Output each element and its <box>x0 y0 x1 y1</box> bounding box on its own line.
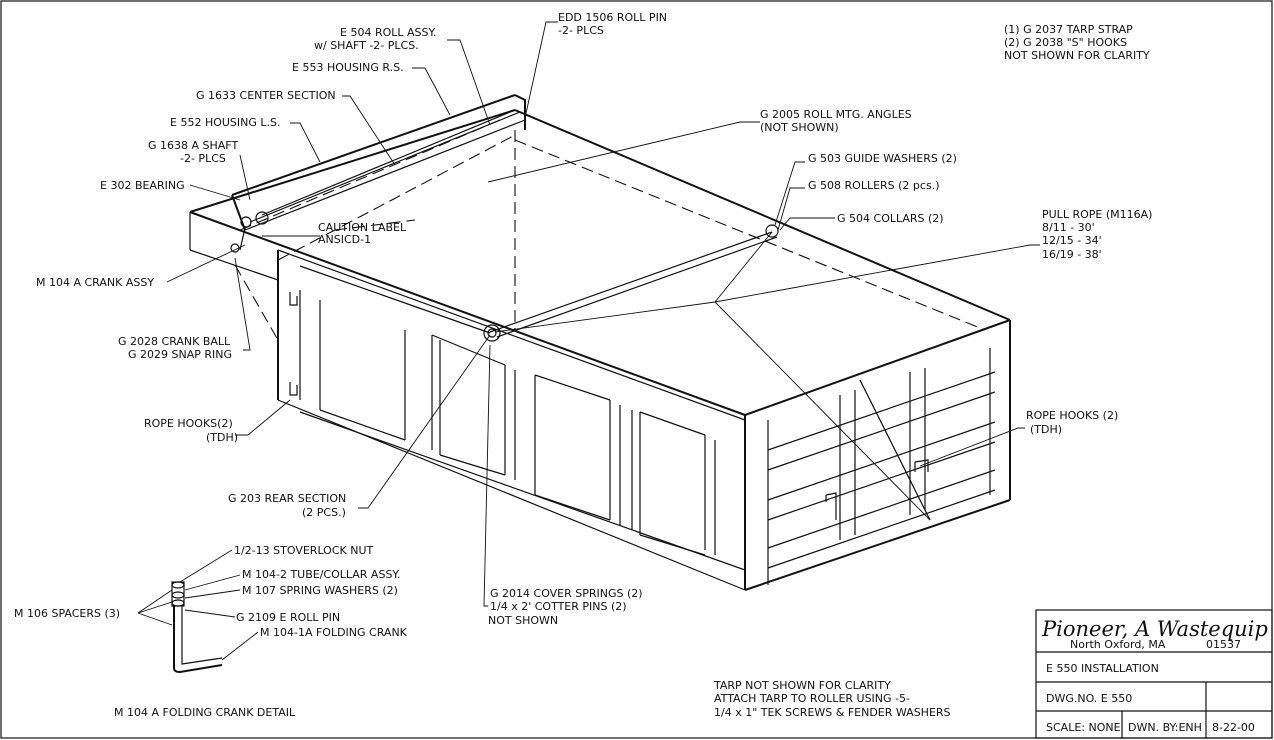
collars-label: G 504 COLLARS (2) <box>837 212 944 225</box>
tarp-note-3: 1/4 x 1" TEK SCREWS & FENDER WASHERS <box>714 706 951 719</box>
spacers-label: M 106 SPACERS (3) <box>14 607 120 620</box>
roll-assembly <box>230 94 526 253</box>
company-city: North Oxford, MA <box>1070 638 1166 651</box>
pull-rope-size-1: 8/11 - 30' <box>1042 221 1095 234</box>
rope-hooks-left-label-2: (TDH) <box>206 431 238 444</box>
crank-assy-label: M 104 A CRANK ASSY <box>36 276 154 289</box>
callouts: E 504 ROLL ASSY. w/ SHAFT -2- PLCS. E 55… <box>14 11 1152 719</box>
stoverlock-nut-label: 1/2-13 STOVERLOCK NUT <box>234 544 374 557</box>
tarp-note-2: ATTACH TARP TO ROLLER USING -5- <box>714 692 910 705</box>
caution-label-2: ANSICD-1 <box>318 233 371 246</box>
cover-springs-label-3: NOT SHOWN <box>488 614 558 627</box>
guide-washers-label: G 503 GUIDE WASHERS (2) <box>808 152 957 165</box>
roll-mtg-angles-label-1: G 2005 ROLL MTG. ANGLES <box>760 108 912 121</box>
shaft-label-1: G 1638 A SHAFT <box>148 139 238 152</box>
drawing-date: 8-22-00 <box>1212 721 1255 734</box>
housing-ls-label: E 552 HOUSING L.S. <box>170 116 281 129</box>
tube-collar-label: M 104-2 TUBE/COLLAR ASSY. <box>242 568 400 581</box>
shaft-label-2: -2- PLCS <box>180 152 226 165</box>
folding-crank-detail <box>137 549 259 674</box>
rope-hooks-right-label-1: ROPE HOOKS (2) <box>1026 409 1118 422</box>
e-roll-pin-label: G 2109 E ROLL PIN <box>236 611 340 624</box>
rollers-label: G 508 ROLLERS (2 pcs.) <box>808 179 939 192</box>
rear-section-label-1: G 203 REAR SECTION <box>228 492 346 505</box>
drawing-number: DWG.NO. E 550 <box>1046 692 1132 705</box>
note-top-3: NOT SHOWN FOR CLARITY <box>1004 49 1150 62</box>
detail-caption: M 104 A FOLDING CRANK DETAIL <box>114 706 296 719</box>
crank-ball-label: G 2028 CRANK BALL <box>118 335 231 348</box>
leader-lines <box>166 21 1040 607</box>
roll-assy-label-2: w/ SHAFT -2- PLCS. <box>314 39 419 52</box>
drawn-by: DWN. BY:ENH <box>1128 721 1202 734</box>
roll-pin-label-1: EDD 1506 ROLL PIN <box>558 11 667 24</box>
center-section-label: G 1633 CENTER SECTION <box>196 89 336 102</box>
company-zip: 01537 <box>1206 638 1241 651</box>
note-top-2: (2) G 2038 "S" HOOKS <box>1004 36 1127 49</box>
pull-rope-size-2: 12/15 - 34' <box>1042 234 1102 247</box>
roll-mtg-angles-label-2: (NOT SHOWN) <box>760 121 839 134</box>
tarp-note-1: TARP NOT SHOWN FOR CLARITY <box>713 679 891 692</box>
container-body <box>189 109 1011 591</box>
folding-crank-label: M 104-1A FOLDING CRANK <box>260 626 408 639</box>
roll-pin-label-2: -2- PLCS <box>558 24 604 37</box>
housing-rs-label: E 553 HOUSING R.S. <box>292 61 404 74</box>
note-top-1: (1) G 2037 TARP STRAP <box>1004 23 1133 36</box>
bearing-label: E 302 BEARING <box>100 179 185 192</box>
roll-assy-label-1: E 504 ROLL ASSY. <box>340 26 436 39</box>
rope-hooks-left-label-1: ROPE HOOKS(2) <box>144 417 233 430</box>
cover-springs-label-1: G 2014 COVER SPRINGS (2) <box>490 587 643 600</box>
pull-rope-size-3: 16/19 - 38' <box>1042 248 1102 261</box>
title-block: Pioneer, A Wastequip Co. North Oxford, M… <box>1035 609 1274 739</box>
rope-hooks-right-label-2: (TDH) <box>1030 423 1062 436</box>
drawing-title: E 550 INSTALLATION <box>1046 662 1159 675</box>
company-name: Pioneer, A Wastequip Co. <box>1041 617 1274 641</box>
pull-rope-label: PULL ROPE (M116A) <box>1042 208 1152 221</box>
caution-label-1: CAUTION LABEL <box>318 221 407 234</box>
drawing-scale: SCALE: NONE <box>1046 721 1121 734</box>
spring-washers-label: M 107 SPRING WASHERS (2) <box>242 584 398 597</box>
cover-springs-label-2: 1/4 x 2' COTTER PINS (2) <box>490 600 627 613</box>
snap-ring-label: G 2029 SNAP RING <box>128 348 232 361</box>
rear-section-label-2: (2 PCS.) <box>302 506 346 519</box>
